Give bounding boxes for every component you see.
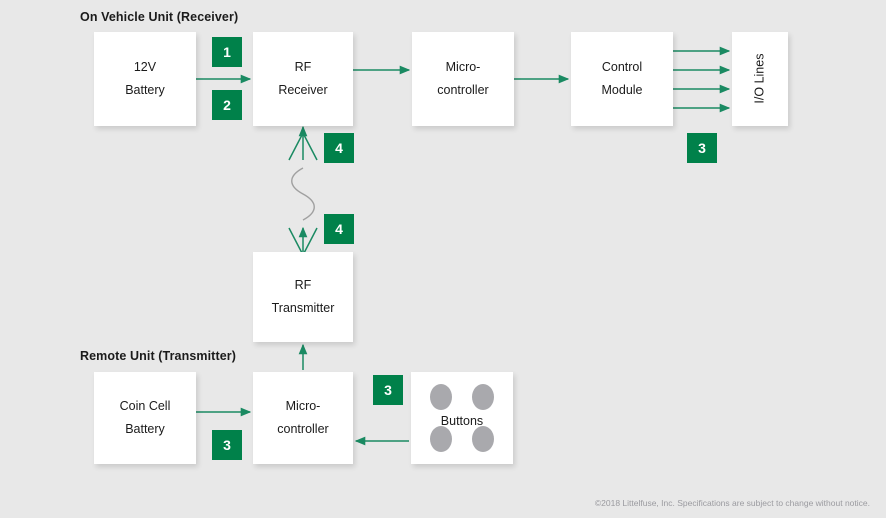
block-io-lines[interactable]: I/O Lines [732,32,788,126]
badge-4-receiver-antenna[interactable]: 4 [324,133,354,163]
badge-3-coin-cell[interactable]: 3 [212,430,242,460]
badge-3-buttons[interactable]: 3 [373,375,403,405]
block-buttons-label: Buttons [440,414,484,428]
button-dot-top-left[interactable] [430,384,452,410]
block-12v-battery-label: 12V Battery [125,59,165,97]
block-microcontroller-receiver[interactable]: Micro- controller [412,32,514,126]
block-rf-receiver-label: RF Receiver [278,59,328,97]
badge-4-transmitter-antenna[interactable]: 4 [324,214,354,244]
block-io-lines-label: I/O Lines [752,53,767,105]
block-rf-transmitter[interactable]: RF Transmitter [253,252,353,342]
block-microcontroller-transmitter[interactable]: Micro- controller [253,372,353,464]
rf-signal-wave-icon [291,167,315,221]
section-label-vehicle-unit: On Vehicle Unit (Receiver) [80,10,239,24]
block-control-module[interactable]: Control Module [571,32,673,126]
badge-1[interactable]: 1 [212,37,242,67]
block-12v-battery[interactable]: 12V Battery [94,32,196,126]
block-coin-cell-battery-label: Coin Cell Battery [119,398,171,436]
block-control-module-label: Control Module [601,59,643,97]
block-microcontroller-transmitter-label: Micro- controller [277,398,329,436]
badge-2[interactable]: 2 [212,90,242,120]
block-microcontroller-receiver-label: Micro- controller [437,59,489,97]
section-label-remote-unit: Remote Unit (Transmitter) [80,349,236,363]
button-dot-top-right[interactable] [472,384,494,410]
button-dot-bottom-right[interactable] [472,426,494,452]
block-buttons[interactable]: Buttons [411,372,513,464]
button-dot-bottom-left[interactable] [430,426,452,452]
receiver-antenna-icon [288,131,318,161]
transmitter-antenna-icon [288,227,318,257]
block-rf-receiver[interactable]: RF Receiver [253,32,353,126]
copyright-notice: ©2018 Littelfuse, Inc. Specifications ar… [594,498,870,508]
block-coin-cell-battery[interactable]: Coin Cell Battery [94,372,196,464]
block-rf-transmitter-label: RF Transmitter [271,277,335,315]
badge-3-io-lines[interactable]: 3 [687,133,717,163]
